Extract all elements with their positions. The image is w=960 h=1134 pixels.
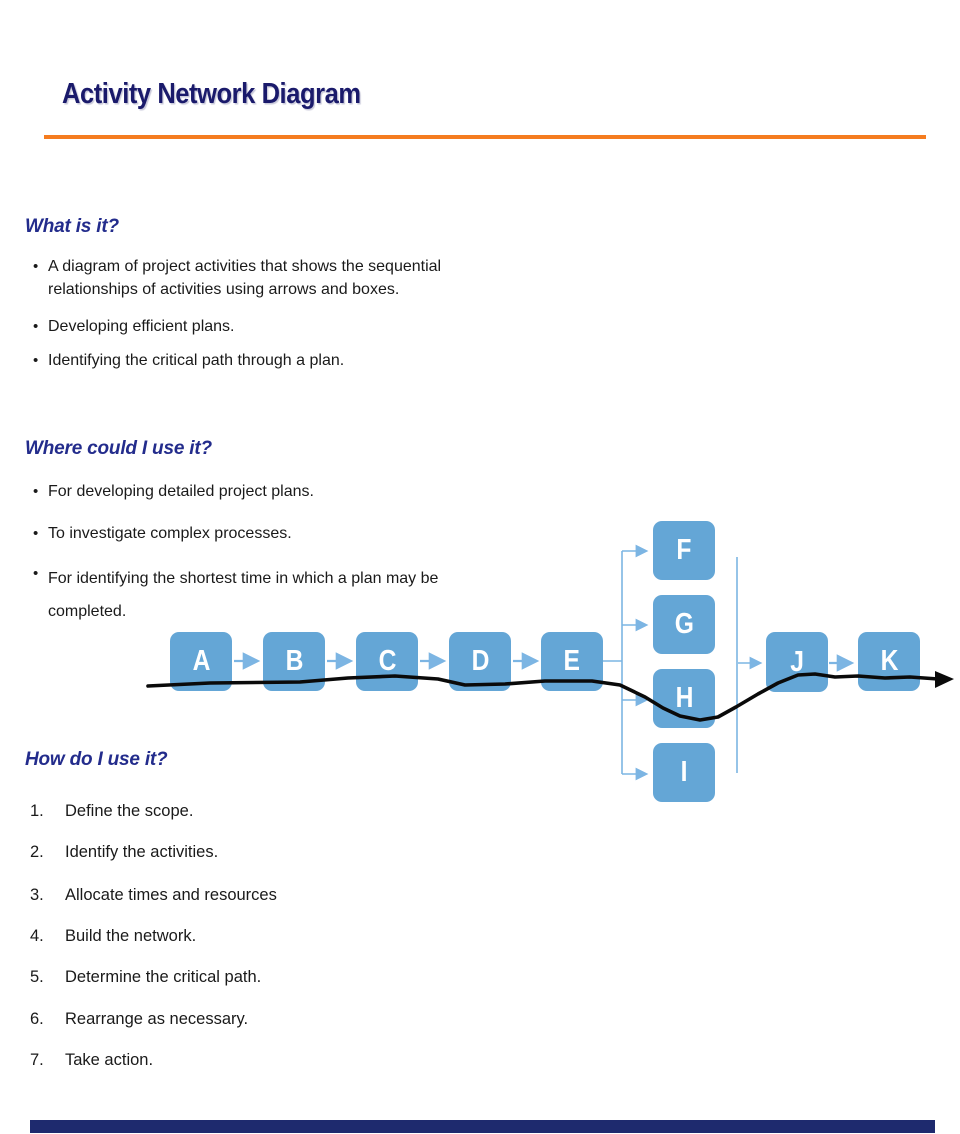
numbered-step: 2. Identify the activities. [30, 843, 218, 862]
list-item: • To investigate complex processes. [33, 522, 292, 545]
bullet-text: Identifying the critical path through a … [48, 352, 345, 369]
activity-node-g: G [653, 595, 715, 654]
step-text: Build the network. [65, 927, 197, 945]
step-text: Define the scope. [65, 802, 194, 820]
activity-node-e: E [541, 632, 603, 691]
step-number: 5. [30, 968, 44, 986]
bullet-text: Developing efficient plans. [48, 318, 235, 335]
step-number: 4. [30, 927, 44, 945]
step-text: Take action. [65, 1051, 154, 1069]
node-label: F [676, 534, 692, 566]
numbered-step: 1. Define the scope. [30, 802, 193, 821]
node-label: J [790, 645, 804, 678]
bullet-icon: • [33, 318, 39, 335]
step-number: 1. [30, 802, 44, 820]
section-heading-how: How do I use it? [25, 749, 168, 770]
section-heading-what: What is it? [25, 216, 119, 237]
list-item: • Developing efficient plans. [33, 315, 235, 338]
footer-accent-bar [30, 1120, 935, 1133]
step-number: 7. [30, 1051, 44, 1069]
step-text: Allocate times and resources [65, 886, 277, 904]
node-label: E [563, 645, 581, 677]
bullet-icon: • [33, 352, 39, 369]
activity-node-i: I [653, 743, 715, 802]
activity-node-b: B [263, 632, 325, 691]
branch-lines [603, 544, 763, 781]
node-label: H [675, 682, 693, 714]
node-label: C [378, 645, 396, 677]
node-label: A [192, 645, 210, 677]
numbered-step: 6. Rearrange as necessary. [30, 1010, 248, 1029]
list-item: • For identifying the shortest time in w… [33, 562, 480, 628]
bullet-text: For identifying the shortest time in whi… [48, 570, 439, 620]
bullet-icon: • [33, 565, 39, 582]
page-title: Activity Network Diagram [62, 78, 361, 110]
node-label: G [674, 608, 694, 640]
section-heading-where: Where could I use it? [25, 438, 212, 459]
step-text: Identify the activities. [65, 843, 219, 861]
list-item: • A diagram of project activities that s… [33, 255, 518, 301]
bullet-text: For developing detailed project plans. [48, 483, 314, 500]
node-label: D [471, 645, 489, 677]
bullet-icon: • [33, 525, 39, 542]
step-text: Determine the critical path. [65, 968, 262, 986]
bullet-icon: • [33, 483, 39, 500]
step-number: 2. [30, 843, 44, 861]
node-label: I [680, 756, 688, 788]
activity-node-f: F [653, 521, 715, 580]
step-number: 3. [30, 886, 44, 904]
numbered-step: 3. Allocate times and resources [30, 886, 277, 905]
bullet-text: A diagram of project activities that sho… [48, 258, 442, 298]
critical-path-arrowhead-icon [935, 671, 954, 688]
step-text: Rearrange as necessary. [65, 1010, 249, 1028]
numbered-step: 4. Build the network. [30, 927, 196, 946]
bullet-icon: • [33, 258, 39, 275]
activity-node-h: H [653, 669, 715, 728]
node-label: K [880, 645, 898, 677]
activity-node-c: C [356, 632, 418, 691]
activity-node-a: A [170, 632, 232, 691]
list-item: • For developing detailed project plans. [33, 480, 314, 503]
step-number: 6. [30, 1010, 44, 1028]
activity-node-d: D [449, 632, 511, 691]
numbered-step: 7. Take action. [30, 1051, 153, 1070]
node-label: B [285, 645, 303, 677]
title-underline-rule [44, 135, 926, 139]
numbered-step: 5. Determine the critical path. [30, 968, 261, 987]
activity-node-k: K [858, 632, 920, 691]
activity-node-j: J [766, 632, 828, 692]
bullet-text: To investigate complex processes. [48, 525, 292, 542]
list-item: • Identifying the critical path through … [33, 349, 344, 372]
